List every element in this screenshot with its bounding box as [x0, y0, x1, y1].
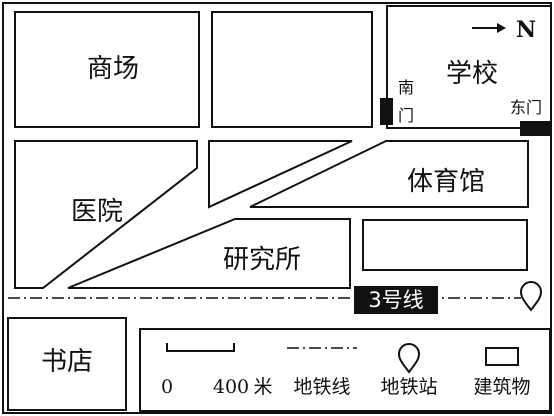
school-block — [386, 5, 551, 129]
unlabeled-block-right — [362, 219, 528, 271]
metro-line-badge — [354, 286, 438, 314]
metro-line-label: 3号线 — [368, 288, 423, 312]
legend-building-icon — [485, 347, 519, 366]
legend-metro-line-label: 地铁线 — [293, 376, 350, 398]
bookstore-label: 书店 — [41, 347, 93, 377]
scale-zero: 0 — [161, 376, 173, 398]
north-label: N — [516, 17, 536, 43]
institute-block — [67, 218, 351, 289]
bookstore-block — [7, 317, 127, 411]
school-label: 学校 — [446, 59, 498, 89]
mall-label: 商场 — [87, 54, 139, 84]
mall-block — [14, 11, 200, 128]
scale-bar — [166, 343, 235, 352]
gym-block — [249, 140, 529, 208]
hospital-label: 医院 — [71, 197, 123, 227]
scale-distance: 400 — [213, 376, 249, 398]
north-arrow-icon — [497, 23, 506, 33]
unlabeled-strip-block — [208, 140, 353, 209]
east-gate-marker — [520, 121, 550, 136]
legend-metro-station-label: 地铁站 — [380, 376, 437, 398]
gym-label: 体育馆 — [407, 167, 485, 197]
east-gate-label: 东门 — [510, 98, 542, 117]
legend-box — [139, 328, 551, 412]
south-gate-label-1: 南 — [398, 78, 414, 97]
metro-station-icon — [519, 281, 543, 312]
south-gate-marker — [380, 98, 393, 125]
unlabeled-block-top — [211, 11, 373, 128]
institute-label: 研究所 — [223, 245, 301, 275]
legend-building-label: 建筑物 — [473, 376, 530, 398]
legend-metro-station-icon — [397, 343, 421, 374]
scale-unit: 米 — [253, 376, 272, 398]
hospital-block — [14, 140, 198, 289]
south-gate-label-2: 门 — [398, 106, 414, 125]
